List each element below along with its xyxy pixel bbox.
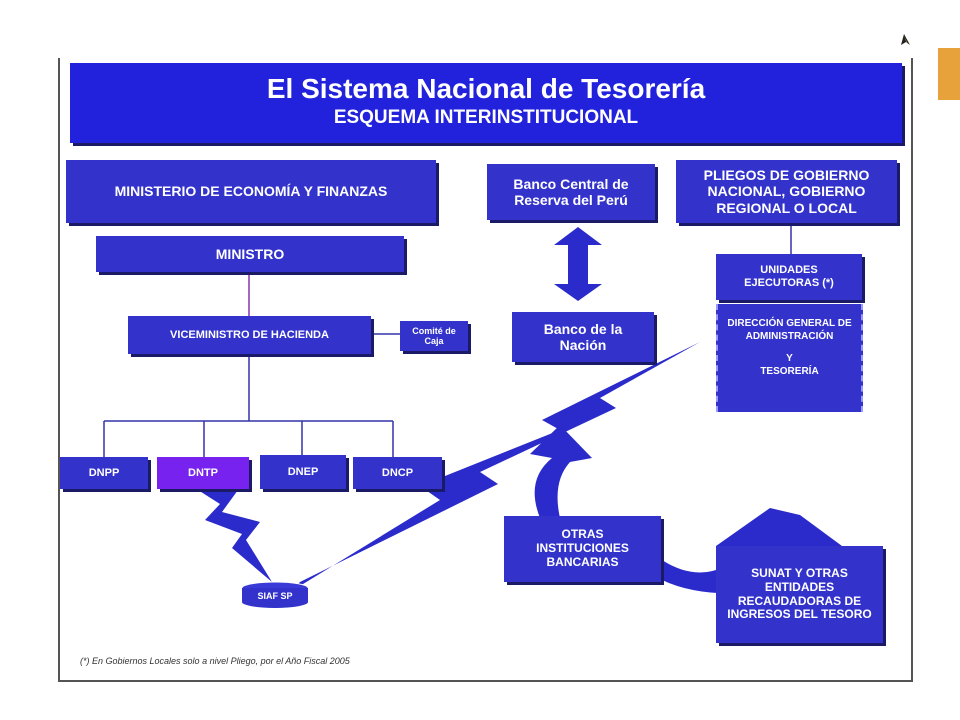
box-direccion-general: DIRECCIÓN GENERAL DE ADMINISTRACIÓN Y TE… [716,304,863,412]
box-dnpp: DNPP [60,457,148,489]
direccion-general-label: DIRECCIÓN GENERAL DE ADMINISTRACIÓN [727,318,852,342]
title-banner: El Sistema Nacional de Tesorería ESQUEMA… [70,63,902,143]
box-banco-nacion: Banco de la Nación [512,312,654,362]
footnote: (*) En Gobiernos Locales solo a nivel Pl… [80,656,350,666]
direccion-tesoreria-label: TESORERÍA [760,365,819,377]
box-ministro: MINISTRO [96,236,404,272]
box-unidades-ejecutoras: UNIDADES EJECUTORAS (*) [716,254,862,300]
box-comite-caja: Comité de Caja [400,321,468,351]
box-ministerio-economia: MINISTERIO DE ECONOMÍA Y FINANZAS [66,160,436,223]
sunat-wedge [716,508,842,546]
box-dncp: DNCP [353,457,442,489]
double-arrow-bcr-bn [554,227,602,301]
box-otras-instituciones: OTRAS INSTITUCIONES BANCARIAS [504,516,661,582]
curved-arrow-otras [530,425,592,518]
siaf-sp-label: SIAF SP [257,591,293,601]
box-banco-central: Banco Central de Reserva del Perú [487,164,655,220]
diagram-frame [58,58,913,682]
lightning-bolt-dntp-siaf [198,490,272,582]
page-title: El Sistema Nacional de Tesorería [266,73,706,104]
box-dntp: DNTP [157,457,249,489]
box-viceministro: VICEMINISTRO DE HACIENDA [128,316,371,354]
cursor-icon [901,34,910,45]
box-sunat: SUNAT Y OTRAS ENTIDADES RECAUDADORAS DE … [716,546,883,643]
orange-accent-bar [938,48,960,100]
page-subtitle: ESQUEMA INTERINSTITUCIONAL [333,107,639,128]
direccion-y-label: Y [786,353,793,364]
lightning-bolt-siaf-direccion [290,342,700,592]
box-pliegos: PLIEGOS DE GOBIERNO NACIONAL, GOBIERNO R… [676,160,897,223]
siaf-cylinder-bottom [242,596,308,608]
box-dnep: DNEP [260,455,346,489]
